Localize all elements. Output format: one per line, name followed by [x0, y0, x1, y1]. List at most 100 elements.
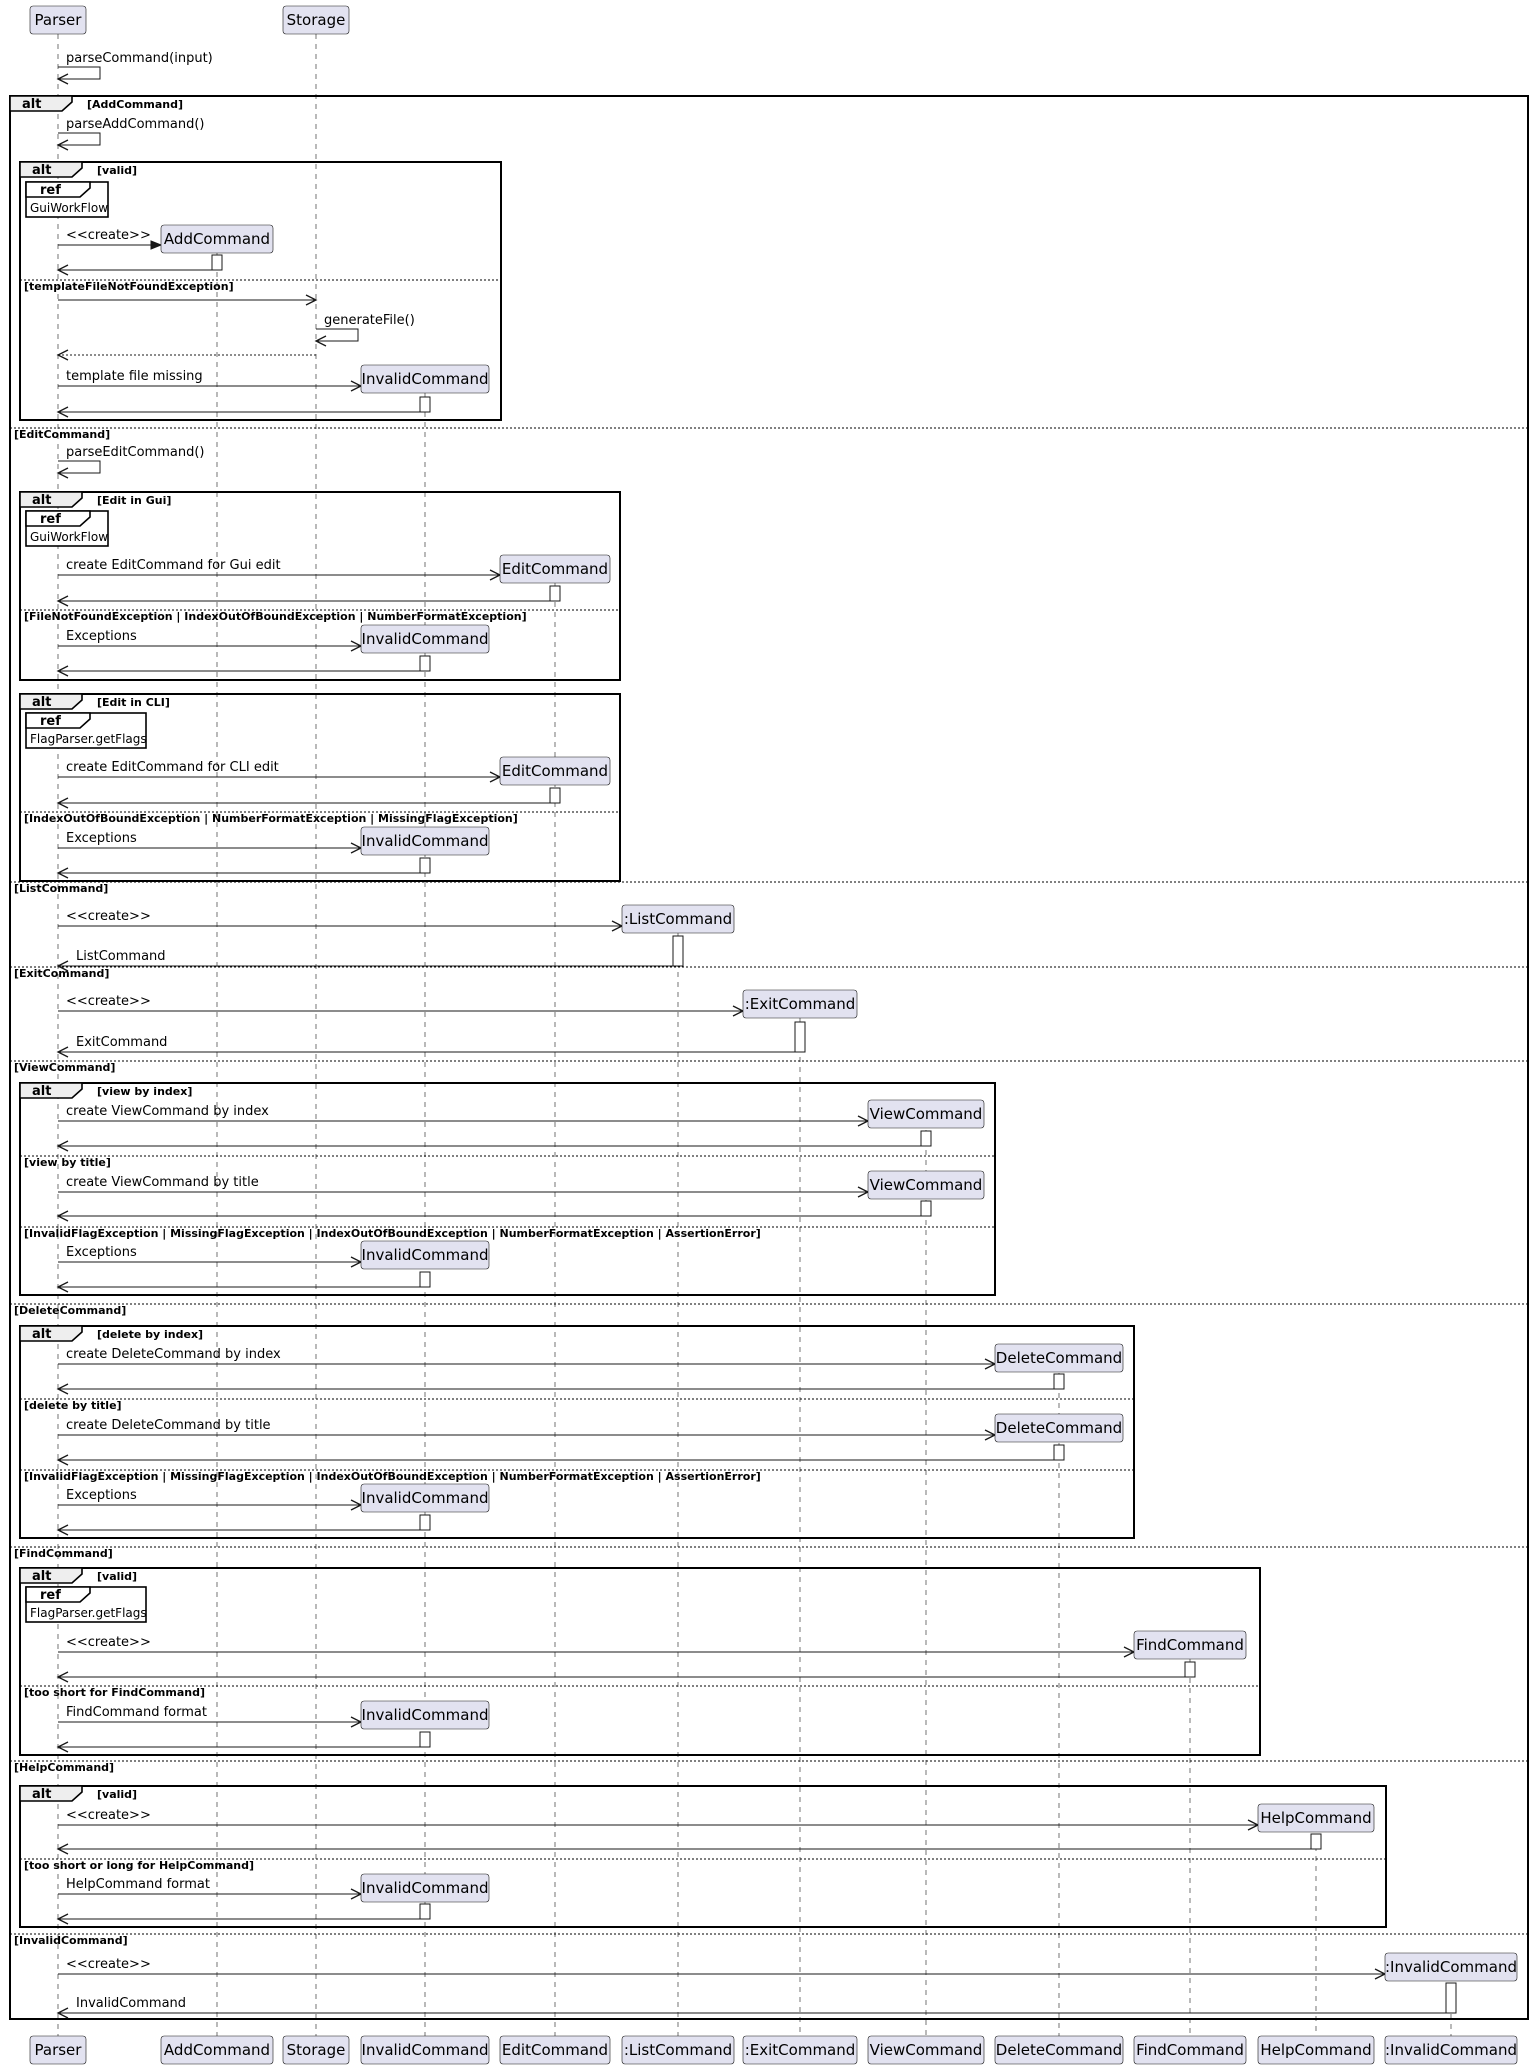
- guard-help-valid: [valid]: [97, 1788, 137, 1801]
- alt-frame-outer: alt: [9, 95, 1529, 2020]
- message-arrow: [56, 1741, 420, 1753]
- participant-label: InvalidCommand: [362, 1489, 489, 1507]
- participant-label: EditCommand: [502, 2041, 608, 2059]
- operator-label: alt: [32, 1569, 51, 1584]
- participant-label: InvalidCommand: [362, 630, 489, 648]
- participant-label: Storage: [287, 11, 346, 29]
- participant-help: HelpCommand: [1257, 1803, 1375, 1833]
- activation-bar: [1445, 1982, 1457, 2014]
- participant-label: InvalidCommand: [362, 370, 489, 388]
- message-arrow: <<create>>: [58, 909, 624, 932]
- activation-bar: [1053, 1373, 1065, 1390]
- participant-label: FindCommand: [1136, 1636, 1244, 1654]
- guard-help: [HelpCommand]: [14, 1761, 114, 1774]
- message-label: parseAddCommand(): [66, 117, 204, 132]
- participant-label: ViewCommand: [870, 1176, 983, 1194]
- activation-bar: [794, 1021, 806, 1053]
- message-arrow: InvalidCommand: [56, 1996, 1446, 2019]
- activation-bar: [211, 254, 223, 271]
- ref-name: FlagParser.getFlags: [30, 732, 147, 746]
- self-message: parseAddCommand(): [56, 117, 204, 151]
- guard-valid: [valid]: [97, 164, 137, 177]
- guard-list: [ListCommand]: [14, 882, 108, 895]
- participant-help-bottom: HelpCommand: [1257, 2035, 1375, 2065]
- message-arrow: [56, 1281, 420, 1293]
- message-label: Exceptions: [66, 629, 137, 644]
- participant-parser-top: Parser: [29, 5, 87, 35]
- activation-bar: [419, 857, 431, 874]
- operator-label: alt: [32, 163, 51, 178]
- message-label: <<create>>: [66, 1957, 151, 1972]
- guard-edit: [EditCommand]: [14, 428, 110, 441]
- activation-bar: [920, 1200, 932, 1217]
- participant-label: FindCommand: [1136, 2041, 1244, 2059]
- operator-label: alt: [22, 97, 41, 112]
- message-arrow: [56, 264, 212, 276]
- message-arrow: <<create>>: [58, 1635, 1136, 1658]
- message-arrow: create ViewCommand by index: [58, 1104, 870, 1127]
- participant-add-bottom: AddCommand: [160, 2035, 274, 2065]
- guard-delete-exc: [InvalidFlagException | MissingFlagExcep…: [24, 1470, 761, 1483]
- message-label: <<create>>: [66, 1635, 151, 1650]
- participant-label: DeleteCommand: [996, 2041, 1122, 2059]
- guard-add: [AddCommand]: [87, 98, 183, 111]
- participant-label: InvalidCommand: [362, 1879, 489, 1897]
- message-label: FindCommand format: [66, 1705, 207, 1720]
- message-arrow: [56, 1913, 420, 1925]
- participant-edit: EditCommand: [499, 756, 611, 786]
- message-arrow: create EditCommand for CLI edit: [58, 760, 502, 783]
- activation-bar: [920, 1130, 932, 1147]
- participant-label: InvalidCommand: [362, 1706, 489, 1724]
- ref-name: GuiWorkFlow: [30, 201, 108, 215]
- message-label: generateFile(): [324, 313, 415, 328]
- guard-delete: [DeleteCommand]: [14, 1304, 126, 1317]
- guard-edit-cli: [Edit in CLI]: [97, 696, 170, 709]
- activation-bar: [549, 787, 561, 804]
- participant-parser-bottom: Parser: [29, 2035, 87, 2065]
- participant-storage-top: Storage: [282, 5, 350, 35]
- message-label: create DeleteCommand by title: [66, 1418, 271, 1433]
- message-label: create ViewCommand by index: [66, 1104, 269, 1119]
- participant-label: InvalidCommand: [362, 832, 489, 850]
- message-label: <<create>>: [66, 994, 151, 1009]
- participant-exit-bottom: :ExitCommand: [742, 2035, 858, 2065]
- guard-edit-gui: [Edit in Gui]: [97, 494, 171, 507]
- guard-view: [ViewCommand]: [14, 1061, 115, 1074]
- ref-name: FlagParser.getFlags: [30, 1606, 147, 1620]
- activation-bar: [419, 655, 431, 672]
- guard-template-missing: [templateFileNotFoundException]: [24, 280, 234, 293]
- message-arrow: [56, 665, 420, 677]
- alt-frame-view: alt: [19, 1082, 996, 1296]
- participant-label: Parser: [35, 2041, 83, 2059]
- message-arrow: <<create>>: [58, 994, 745, 1017]
- message-arrow: [56, 349, 316, 361]
- message-arrow: template file missing: [58, 369, 363, 392]
- message-arrow: [56, 1383, 1054, 1395]
- guard-find: [FindCommand]: [14, 1547, 113, 1560]
- participant-delete-bottom: DeleteCommand: [994, 2035, 1124, 2065]
- message-arrow: create EditCommand for Gui edit: [58, 558, 502, 581]
- participant-list-bottom: :ListCommand: [621, 2035, 735, 2065]
- participant-label: Storage: [287, 2041, 346, 2059]
- ref-label: ref: [40, 512, 61, 527]
- message-arrow: [56, 1454, 1054, 1466]
- guard-delete-index: [delete by index]: [97, 1328, 203, 1341]
- participant-view: ViewCommand: [867, 1170, 985, 1200]
- message-arrow: [56, 1843, 1311, 1855]
- ref-label: ref: [40, 1588, 61, 1603]
- participant-label: AddCommand: [164, 230, 270, 248]
- message-arrow: <<create>>: [58, 1957, 1387, 1980]
- participant-edit-bottom: EditCommand: [499, 2035, 611, 2065]
- message-arrow: [56, 1524, 420, 1536]
- message-label: create EditCommand for CLI edit: [66, 760, 279, 775]
- message-arrow: [58, 294, 318, 306]
- participant-label: EditCommand: [502, 560, 608, 578]
- message-arrow: create ViewCommand by title: [58, 1175, 870, 1198]
- activation-bar: [419, 1731, 431, 1748]
- operator-label: alt: [32, 695, 51, 710]
- self-message: parseEditCommand(): [56, 445, 204, 479]
- participant-invalid: InvalidCommand: [360, 826, 490, 856]
- message-arrow: [56, 1671, 1185, 1683]
- message-arrow: Exceptions: [58, 831, 363, 854]
